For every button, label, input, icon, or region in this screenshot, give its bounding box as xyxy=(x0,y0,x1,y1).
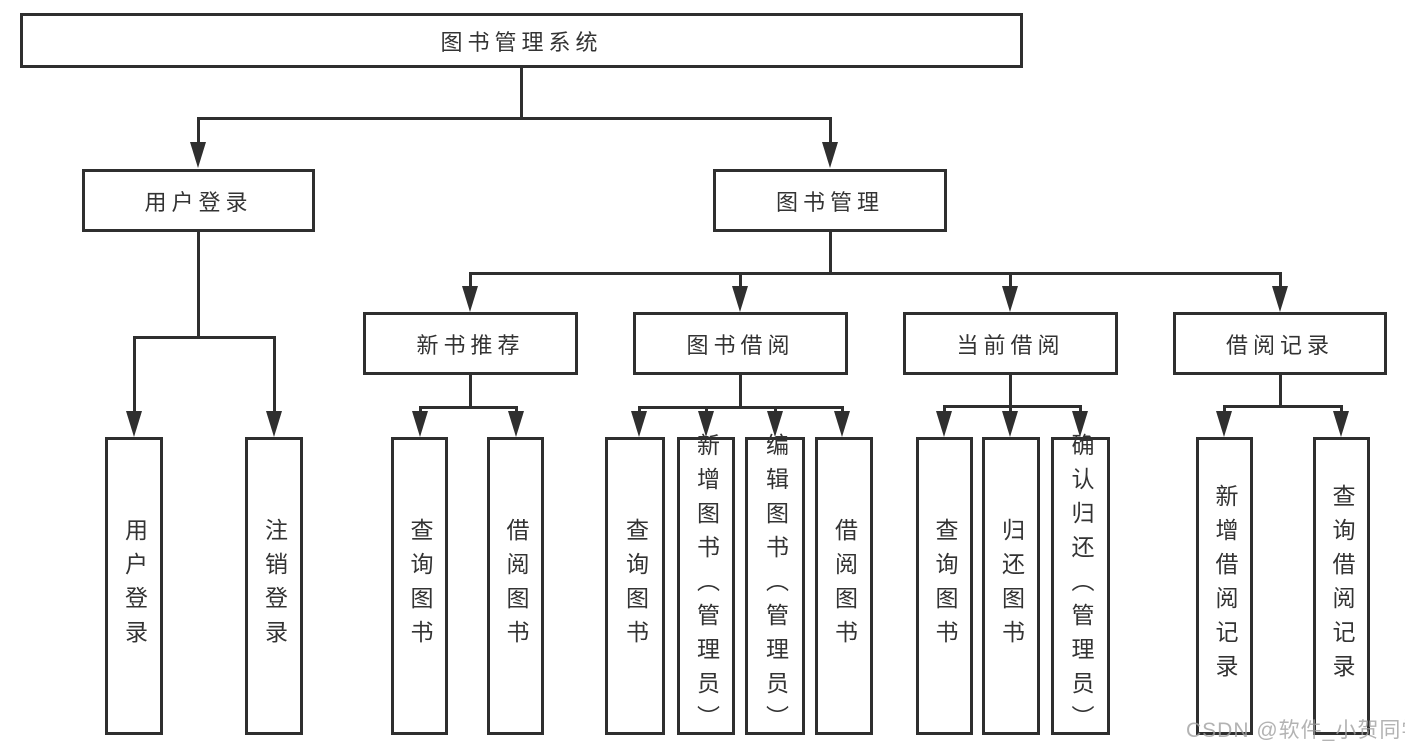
arrow-down-icon xyxy=(732,286,748,312)
connector-current-stem-3 xyxy=(1078,405,1082,413)
arrow-down-icon xyxy=(1333,411,1349,437)
node-book-management-label: 图书管理 xyxy=(775,189,884,215)
leaf-borrow-add-books-admin: 新增图书（管理员） xyxy=(677,433,735,739)
leaf-current-confirm-return-admin-label: 确认归还（管理员） xyxy=(1068,433,1094,739)
connector-root-stem-left xyxy=(196,117,200,144)
connector-borrow-stem-1 xyxy=(637,406,641,413)
connector-borrow-stem-4 xyxy=(840,406,844,413)
arrow-down-icon xyxy=(1216,411,1232,437)
arrow-down-icon xyxy=(767,411,783,437)
connector-borrow-stem-3 xyxy=(773,406,777,413)
connector-record-hline xyxy=(1222,405,1343,408)
leaf-borrow-borrow-books-label: 借阅图书 xyxy=(831,518,858,654)
leaf-current-return-books-label: 归还图书 xyxy=(998,518,1025,654)
node-borrow-record-label: 借阅记录 xyxy=(1225,332,1334,358)
leaf-current-return-books: 归还图书 xyxy=(982,437,1040,735)
node-current-borrow-label: 当前借阅 xyxy=(956,332,1065,358)
leaf-logout: 注销登录 xyxy=(245,437,303,735)
node-book-borrow-label: 图书借阅 xyxy=(686,332,795,358)
node-book-management: 图书管理 xyxy=(713,169,947,232)
node-current-borrow: 当前借阅 xyxy=(903,312,1118,375)
leaf-current-query-books: 查询图书 xyxy=(916,437,973,735)
arrow-down-icon xyxy=(936,411,952,437)
leaf-current-query-books-label: 查询图书 xyxy=(932,518,958,654)
watermark: CSDN @软件_小贺同学 xyxy=(1186,719,1405,742)
leaf-current-confirm-return-admin: 确认归还（管理员） xyxy=(1051,433,1110,739)
arrow-down-icon xyxy=(822,142,838,168)
arrow-down-icon xyxy=(508,411,524,437)
leaf-borrow-borrow-books: 借阅图书 xyxy=(815,437,873,735)
connector-current-stem-2 xyxy=(1008,405,1012,413)
leaf-user-login-label: 用户登录 xyxy=(121,518,148,654)
arrow-down-icon xyxy=(1272,286,1288,312)
node-borrow-record: 借阅记录 xyxy=(1173,312,1387,375)
leaf-borrow-edit-books-admin-label: 编辑图书（管理员） xyxy=(762,433,789,739)
arrow-down-icon xyxy=(834,411,850,437)
leaf-recommend-query-books: 查询图书 xyxy=(391,437,448,735)
node-new-book-recommend-label: 新书推荐 xyxy=(416,332,525,358)
leaf-borrow-add-books-admin-label: 新增图书（管理员） xyxy=(693,433,720,739)
connector-record-stem-1 xyxy=(1222,405,1226,413)
connector-user-login-stem-1 xyxy=(132,336,136,413)
node-user-login-label: 用户登录 xyxy=(144,189,253,215)
connector-current-stem-1 xyxy=(942,405,946,413)
arrow-down-icon xyxy=(1002,411,1018,437)
node-new-book-recommend: 新书推荐 xyxy=(363,312,578,375)
leaf-recommend-borrow-books-label: 借阅图书 xyxy=(503,518,529,654)
leaf-record-query-borrow-record-label: 查询借阅记录 xyxy=(1329,484,1355,688)
connector-root-stem-right xyxy=(828,117,832,144)
connector-user-login-stem-2 xyxy=(272,336,276,413)
arrow-down-icon xyxy=(412,411,428,437)
node-root-label: 图书管理系统 xyxy=(440,29,603,55)
connector-record-stem-2 xyxy=(1339,405,1343,413)
leaf-record-query-borrow-record: 查询借阅记录 xyxy=(1313,437,1370,735)
connector-user-login-vline xyxy=(196,232,200,336)
arrow-down-icon xyxy=(190,142,206,168)
connector-book-mgmt-stem-3 xyxy=(1008,272,1012,288)
connector-book-mgmt-hline xyxy=(468,272,1282,275)
connector-book-mgmt-vline xyxy=(828,232,832,272)
connector-root-vline xyxy=(519,68,523,117)
connector-borrow-stem-2 xyxy=(704,406,708,413)
connector-book-mgmt-stem-1 xyxy=(468,272,472,288)
connector-record-vline xyxy=(1278,375,1282,405)
leaf-logout-label: 注销登录 xyxy=(261,518,288,654)
arrow-down-icon xyxy=(631,411,647,437)
connector-borrow-vline xyxy=(738,375,742,406)
arrow-down-icon xyxy=(698,411,714,437)
connector-recommend-stem-2 xyxy=(514,406,518,413)
connector-book-mgmt-stem-4 xyxy=(1278,272,1282,288)
leaf-user-login: 用户登录 xyxy=(105,437,163,735)
connector-book-mgmt-stem-2 xyxy=(738,272,742,288)
connector-recommend-stem-1 xyxy=(418,406,422,413)
leaf-record-add-borrow-record: 新增借阅记录 xyxy=(1196,437,1253,735)
arrow-down-icon xyxy=(462,286,478,312)
node-book-borrow: 图书借阅 xyxy=(633,312,848,375)
connector-recommend-vline xyxy=(468,375,472,406)
node-root: 图书管理系统 xyxy=(20,13,1023,68)
arrow-down-icon xyxy=(1002,286,1018,312)
connector-recommend-hline xyxy=(418,406,518,409)
leaf-record-add-borrow-record-label: 新增借阅记录 xyxy=(1212,484,1238,688)
leaf-recommend-borrow-books: 借阅图书 xyxy=(487,437,544,735)
connector-root-hline xyxy=(196,117,832,120)
arrow-down-icon xyxy=(1072,411,1088,437)
arrow-down-icon xyxy=(126,411,142,437)
leaf-borrow-edit-books-admin: 编辑图书（管理员） xyxy=(745,433,805,739)
leaf-borrow-query-books-label: 查询图书 xyxy=(622,518,649,654)
connector-current-vline xyxy=(1008,375,1012,405)
leaf-borrow-query-books: 查询图书 xyxy=(605,437,665,735)
leaf-recommend-query-books-label: 查询图书 xyxy=(407,518,433,654)
node-user-login: 用户登录 xyxy=(82,169,315,232)
arrow-down-icon xyxy=(266,411,282,437)
connector-borrow-hline xyxy=(637,406,844,409)
connector-current-hline xyxy=(942,405,1082,408)
connector-user-login-hline xyxy=(132,336,276,339)
